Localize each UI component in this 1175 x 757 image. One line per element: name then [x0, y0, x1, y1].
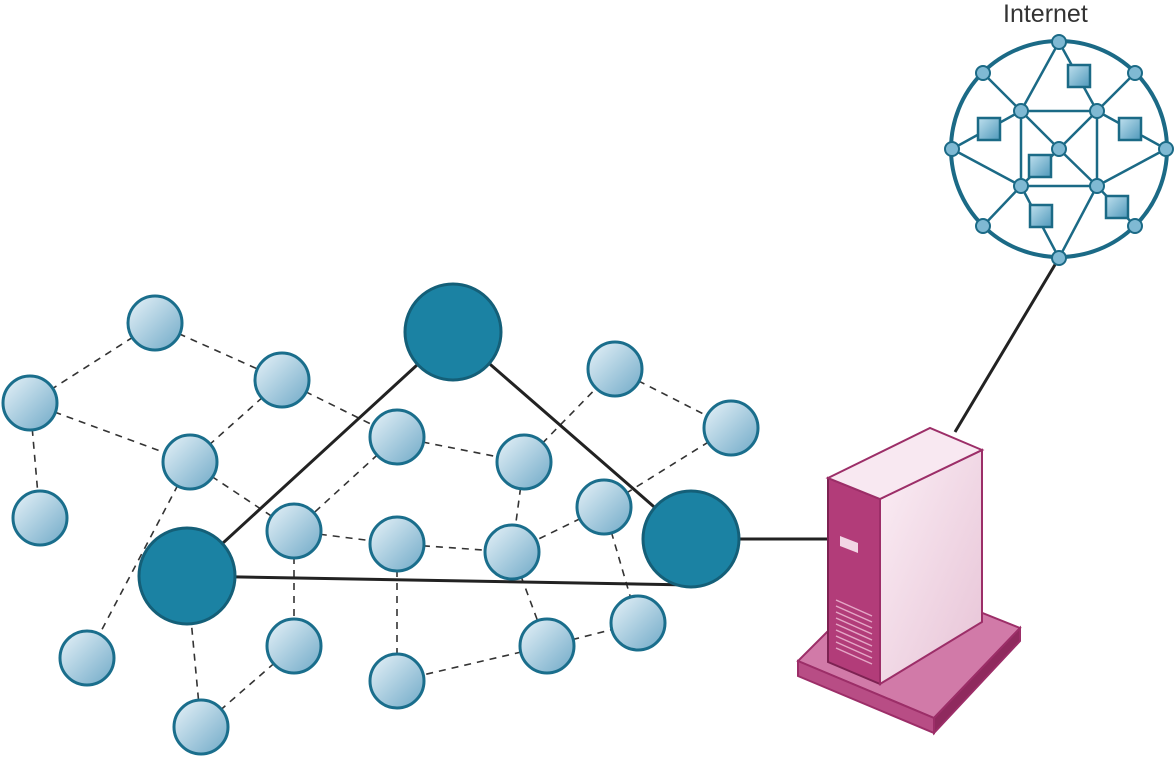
super-node [403, 282, 503, 382]
peer-nodes [1, 294, 760, 756]
peer-link [154, 322, 283, 381]
server-icon [796, 426, 1022, 736]
peer-node [172, 698, 230, 756]
peer-node [368, 652, 426, 710]
peer-node [253, 351, 311, 409]
internet-label: Internet [1003, 0, 1088, 28]
peer-node [586, 340, 644, 398]
peer-link [86, 461, 191, 659]
super-node [137, 526, 237, 626]
peer-node [495, 433, 553, 491]
peer-node [368, 408, 426, 466]
peer-node [126, 294, 184, 352]
peer-node [702, 399, 760, 457]
peer-node [368, 515, 426, 573]
peer-node [1, 374, 59, 432]
peer-node [483, 523, 541, 581]
super-nodes [137, 282, 741, 626]
super-link [452, 330, 692, 541]
peer-node [265, 617, 323, 675]
peer-node [518, 617, 576, 675]
super-link [186, 574, 692, 587]
peer-node [265, 502, 323, 560]
super-node [641, 489, 741, 589]
peer-node [161, 433, 219, 491]
internet-cloud [944, 34, 1174, 266]
internet-link [953, 257, 1061, 433]
peer-node [58, 629, 116, 687]
super-link [185, 330, 455, 578]
peer-node [609, 594, 667, 652]
peer-node [575, 478, 633, 536]
peer-node [11, 489, 69, 547]
peer-link [293, 436, 398, 532]
